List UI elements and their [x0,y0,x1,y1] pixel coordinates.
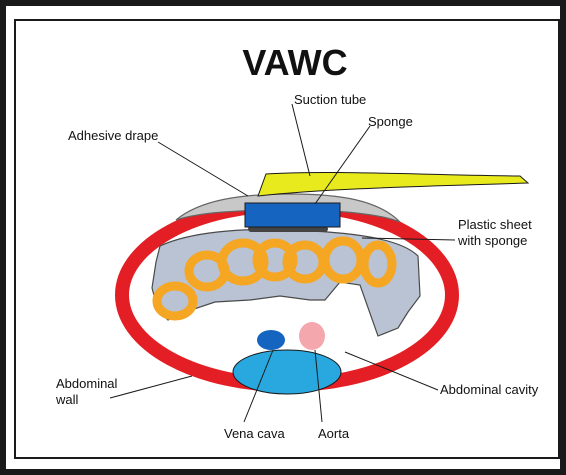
retroperitoneum [233,350,341,394]
label-suction-tube: Suction tube [294,92,366,107]
label-vena-cava: Vena cava [224,426,285,441]
label-plastic-sheet-line2: with sponge [457,233,527,248]
diagram-title: VAWC [242,42,347,83]
label-sponge: Sponge [368,114,413,129]
leader-sponge [315,126,370,204]
aorta [299,322,325,350]
label-plastic-sheet-line1: Plastic sheet [458,217,532,232]
label-aorta: Aorta [318,426,350,441]
vena-cava [257,330,285,350]
suction-tube [258,172,528,196]
label-abdominal-wall-line1: Abdominal [56,376,118,391]
label-abdominal-wall-line2: wall [55,392,79,407]
leader-suction-tube [292,104,310,176]
leader-adhesive-drape [158,142,248,196]
sponge [245,203,340,227]
leader-abdominal-wall [110,376,192,398]
label-abdominal-cavity: Abdominal cavity [440,382,539,397]
label-adhesive-drape: Adhesive drape [68,128,158,143]
